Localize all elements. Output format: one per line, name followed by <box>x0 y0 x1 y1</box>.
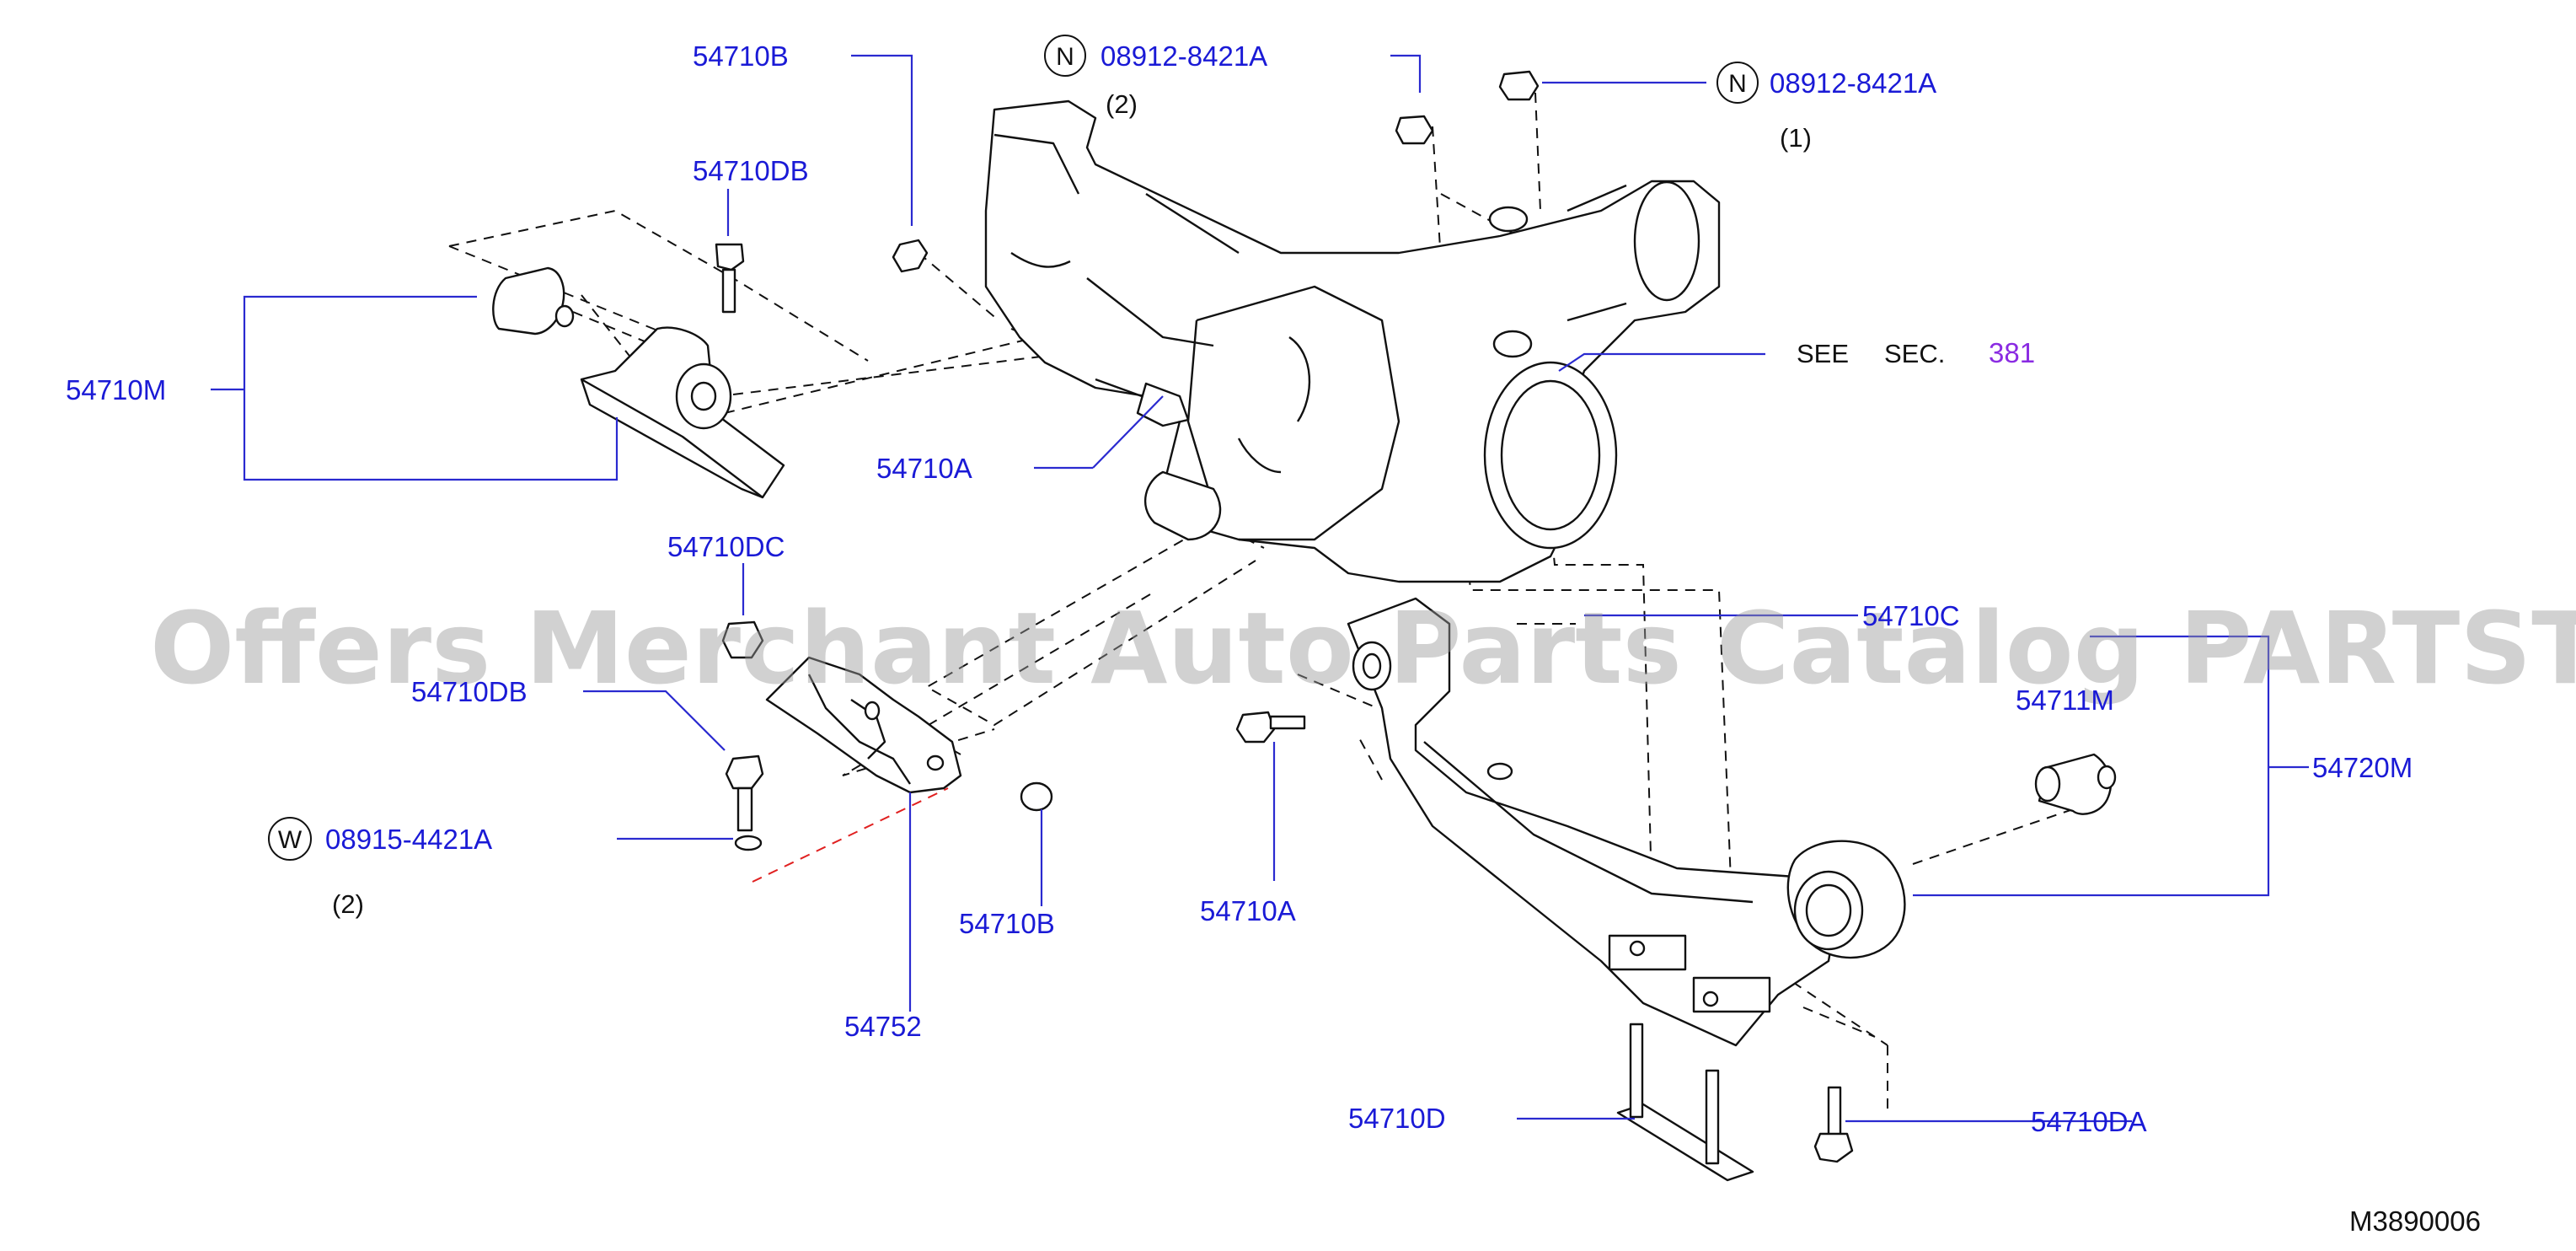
red-assembly-line <box>752 787 949 883</box>
part-labels[interactable]: 54710B 54710DB 54710M 54710A 54710DC 547… <box>66 40 2413 1137</box>
w-symbol <box>268 817 312 861</box>
n-symbol-left-text: N <box>1056 43 1074 71</box>
label-08912-8421A-left[interactable]: 08912-8421A <box>1101 40 1267 72</box>
label-54720M[interactable]: 54720M <box>2312 752 2413 783</box>
label-54710D[interactable]: 54710D <box>1348 1103 1446 1134</box>
see-text: SEE <box>1797 339 1849 368</box>
qty-n-right: (1) <box>1780 123 1812 153</box>
bushing-54711M <box>2034 753 2117 815</box>
upper-hardware <box>715 70 1540 427</box>
label-08915-4421A[interactable]: 08915-4421A <box>325 824 492 855</box>
label-54710C[interactable]: 54710C <box>1862 600 1960 631</box>
label-54710DA[interactable]: 54710DA <box>2031 1106 2147 1137</box>
member-54720M <box>1347 597 1906 1047</box>
label-54710A-lower[interactable]: 54710A <box>1200 895 1296 926</box>
bolt-54710A-lower <box>1235 711 1306 744</box>
label-54710DC[interactable]: 54710DC <box>667 531 785 562</box>
label-54752[interactable]: 54752 <box>844 1011 922 1042</box>
label-54710DB-top[interactable]: 54710DB <box>693 155 809 186</box>
w-symbol-text: W <box>278 826 303 854</box>
n-symbol-left <box>1044 35 1086 77</box>
leader-lines <box>211 54 2309 1123</box>
qty-n-left: (2) <box>1106 89 1138 119</box>
n-symbol-right-text: N <box>1728 70 1747 98</box>
qty-w: (2) <box>332 889 364 919</box>
label-54710DB-lower[interactable]: 54710DB <box>411 676 528 707</box>
section-link-381[interactable]: 381 <box>1989 337 2035 368</box>
watermark: Offers Merchant Auto Parts Catalog PARTS… <box>150 590 2576 706</box>
symbol-markers: N N W <box>268 35 1759 861</box>
bracket-54752 <box>721 620 1053 851</box>
sec-text: SEC. <box>1884 339 1945 368</box>
label-54710B-top[interactable]: 54710B <box>693 40 789 72</box>
n-symbol-right <box>1716 62 1759 104</box>
diagram-code: M3890006 <box>2349 1205 2481 1237</box>
differential-assembly <box>984 99 1721 583</box>
label-54710A-upper[interactable]: 54710A <box>876 453 972 484</box>
label-08912-8421A-right[interactable]: 08912-8421A <box>1770 67 1936 99</box>
label-54710B-lower[interactable]: 54710B <box>959 908 1055 939</box>
mount-54710M <box>492 266 785 499</box>
label-54710M[interactable]: 54710M <box>66 374 166 405</box>
label-54711M[interactable]: 54711M <box>2016 685 2114 716</box>
stud-plate-54710D <box>1616 1023 1854 1182</box>
